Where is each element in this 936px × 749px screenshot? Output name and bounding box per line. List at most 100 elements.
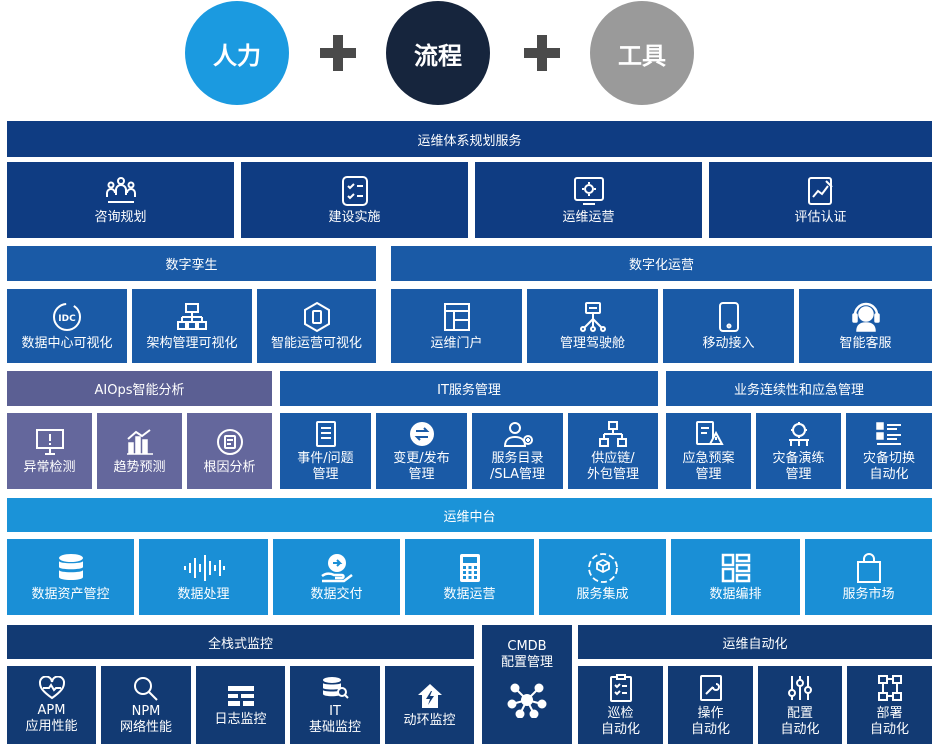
middle-item[interactable]: 服务市场 [805,539,932,615]
tools-circle: 工具 [590,1,694,105]
aiops-title: AIOps智能分析 [94,383,185,398]
monitoring-item[interactable]: NPM 网络性能 [101,666,191,744]
automation-item[interactable]: 巡检 自动化 [578,666,663,744]
middle-item-label: 数据处理 [177,586,230,602]
itsm-item[interactable]: 事件/问题 管理 [280,413,371,489]
heart-pulse-icon [37,675,67,700]
itsm-item-line2: /SLA管理 [489,466,546,482]
supply-chain-icon [597,420,629,448]
itsm-item-line1: 事件/问题 [297,450,354,466]
twin-item-label: 架构管理可视化 [146,335,238,351]
document-list-icon [313,420,339,448]
aiops-title-bar: AIOps智能分析 [7,371,272,406]
bcm-item[interactable]: 灾备演练 管理 [756,413,841,489]
middle-item[interactable]: 数据编排 [671,539,800,615]
automation-title-bar: 运维自动化 [578,625,932,659]
planning-item[interactable]: 咨询规划 [7,162,234,238]
automation-item-line2: 自动化 [780,721,820,737]
automation-item-line1: 操作 [697,705,724,721]
process-circle: 流程 [386,1,490,105]
digital-ops-item[interactable]: 智能客服 [799,289,932,363]
monitoring-item-line2: 基础监控 [308,719,361,735]
digital-ops-title-bar: 数字化运营 [391,246,932,281]
itsm-item[interactable]: 供应链/ 外包管理 [568,413,658,489]
chart-pen-icon [806,175,836,207]
magnifier-icon [132,675,160,701]
digital-ops-item-label: 智能客服 [839,335,892,351]
cmdb-tile[interactable]: CMDB 配置管理 [482,625,572,744]
planning-item-label: 建设实施 [328,209,381,225]
portal-icon [442,301,472,333]
log-icon [225,683,257,709]
planning-item[interactable]: 运维运营 [475,162,702,238]
middle-title-bar: 运维中台 [7,498,932,532]
monitoring-title-bar: 全栈式监控 [7,625,474,659]
monitoring-item-line1: IT [329,703,341,719]
aiops-item-label: 趋势预测 [113,459,166,475]
twin-item[interactable]: 智能运营可视化 [257,289,376,363]
monitoring-item-line1: 动环监控 [403,712,456,728]
digital-ops-item[interactable]: 管理驾驶舱 [527,289,658,363]
middle-item[interactable]: 数据运营 [405,539,534,615]
idc-icon: IDC [51,301,83,333]
bcm-item-line2: 管理 [785,466,812,482]
layout-blocks-icon [720,552,752,584]
monitoring-item-line1: 日志监控 [214,711,267,727]
aiops-item[interactable]: 异常检测 [7,413,92,489]
wrench-doc-icon [698,673,724,703]
automation-item[interactable]: 部署 自动化 [847,666,932,744]
bcm-title-bar: 业务连续性和应急管理 [666,371,932,406]
people-label: 人力 [213,41,261,70]
monitoring-item[interactable]: IT 基础监控 [290,666,380,744]
monitoring-item-line1: APM [37,702,66,718]
network-hub-icon [507,682,547,719]
middle-item[interactable]: 数据交付 [273,539,400,615]
bcm-item-line2: 自动化 [869,466,909,482]
aiops-item[interactable]: 根因分析 [187,413,272,489]
digital-ops-item-label: 移动接入 [702,335,755,351]
itsm-item[interactable]: 变更/发布 管理 [376,413,467,489]
aiops-item[interactable]: 趋势预测 [97,413,182,489]
twin-item[interactable]: 架构管理可视化 [132,289,252,363]
people-network-icon [104,175,138,207]
monitoring-item[interactable]: 动环监控 [385,666,474,744]
planning-item-label: 评估认证 [794,209,847,225]
digital-ops-title: 数字化运营 [628,258,694,273]
planning-item-label: 运维运营 [562,209,615,225]
itsm-item[interactable]: 服务目录 /SLA管理 [472,413,563,489]
automation-item[interactable]: 操作 自动化 [668,666,753,744]
automation-item-line2: 自动化 [869,721,909,737]
digital-ops-item-label: 运维门户 [430,335,483,351]
planning-title: 运维体系规划服务 [417,133,522,149]
twin-item[interactable]: IDC 数据中心可视化 [7,289,127,363]
monitoring-item[interactable]: APM 应用性能 [7,666,96,744]
digital-ops-item[interactable]: 运维门户 [391,289,522,363]
monitoring-item[interactable]: 日志监控 [196,666,285,744]
planning-item-label: 咨询规划 [94,209,147,225]
bcm-title: 业务连续性和应急管理 [733,383,864,398]
bcm-item-line1: 灾备演练 [772,450,825,466]
monitoring-item-line2: 应用性能 [25,718,78,734]
middle-item[interactable]: 数据处理 [139,539,268,615]
hexagon-device-icon [301,301,333,333]
bcm-item[interactable]: 应急预案 管理 [666,413,751,489]
middle-item[interactable]: 服务集成 [539,539,666,615]
digital-ops-item[interactable]: 移动接入 [663,289,794,363]
calculator-icon [457,552,483,584]
automation-title: 运维自动化 [722,636,788,652]
planning-item[interactable]: 评估认证 [709,162,932,238]
bcm-item-line2: 管理 [695,466,722,482]
monitoring-item-line1: NPM [131,703,161,719]
automation-item-line1: 配置 [786,705,813,721]
bcm-item[interactable]: 灾备切换 自动化 [846,413,932,489]
bar-trend-icon [124,427,156,457]
planning-item[interactable]: 建设实施 [241,162,468,238]
itsm-item-line1: 变更/发布 [393,450,450,466]
middle-item[interactable]: 数据资产管控 [7,539,134,615]
headset-icon [850,301,882,333]
cockpit-icon [577,301,609,333]
people-circle: 人力 [185,1,289,105]
automation-item[interactable]: 配置 自动化 [758,666,842,744]
aiops-item-label: 异常检测 [23,459,76,475]
sliders-icon [786,673,814,703]
